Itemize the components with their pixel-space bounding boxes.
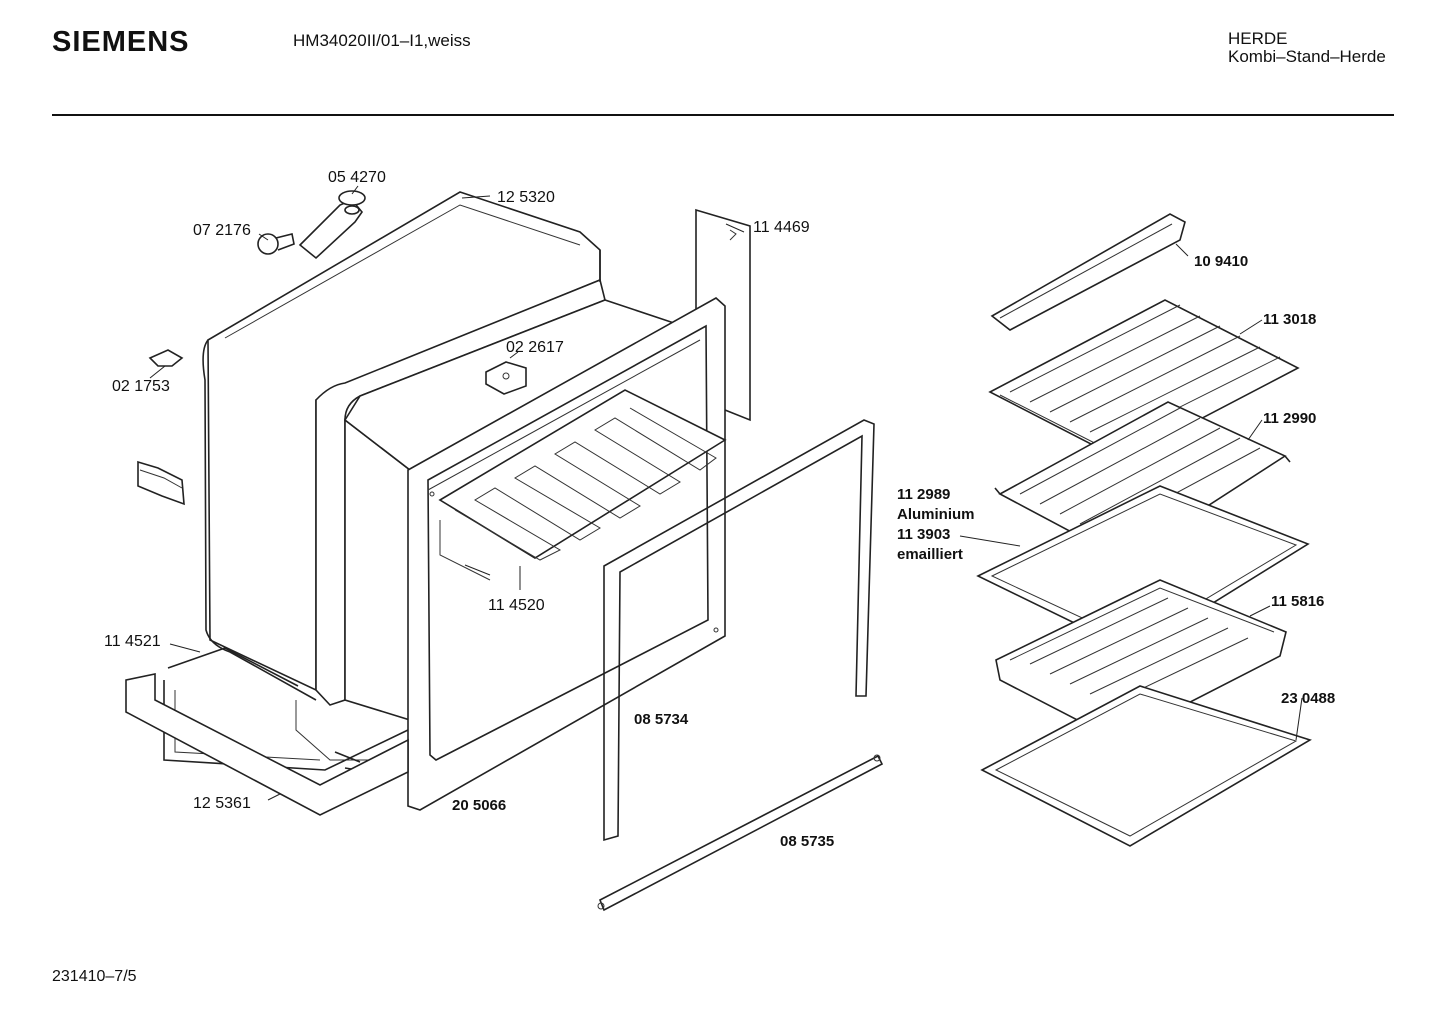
part-label-085735: 08 5735 (780, 833, 834, 850)
heating-element-drawing (438, 389, 727, 590)
part-label-230488: 23 0488 (1281, 690, 1335, 707)
part-label-021753: 02 1753 (112, 378, 170, 395)
part-label-aluminium: Aluminium (897, 506, 975, 523)
leader-lines (169, 185, 1303, 801)
part-label-113018: 11 3018 (1263, 311, 1316, 328)
part-label-109410: 10 9410 (1194, 253, 1248, 270)
brand-logo: SIEMENS (52, 26, 190, 58)
lamp-bulb-drawing (257, 233, 295, 255)
part-label-022617: 02 2617 (506, 339, 564, 356)
part-label-114521: 11 4521 (104, 633, 161, 650)
grill-bar-drawing (990, 213, 1186, 331)
part-label-112989: 11 2989 (897, 486, 950, 503)
bottom-tray-drawing (125, 673, 409, 816)
hinge-bracket-drawing (137, 460, 185, 506)
part-label-125320: 12 5320 (497, 189, 555, 206)
part-label-114469: 11 4469 (753, 219, 810, 236)
deep-pan-drawing (995, 579, 1287, 741)
document-number: 231410–7/5 (52, 968, 137, 985)
header-divider (52, 114, 1394, 116)
part-label-112990: 11 2990 (1263, 410, 1316, 427)
part-label-205066: 20 5066 (452, 797, 506, 814)
part-label-113903: 11 3903 (897, 526, 950, 543)
part-label-072176: 07 2176 (193, 222, 251, 239)
part-label-emailliert: emailliert (897, 546, 963, 563)
part-label-085734: 08 5734 (634, 711, 689, 728)
lamp-socket-drawing (298, 190, 366, 260)
part-label-054270: 05 4270 (328, 169, 386, 186)
door-seal-drawing (603, 419, 875, 842)
part-label-125361: 12 5361 (193, 795, 251, 812)
sensor-bracket-drawing (485, 351, 527, 395)
door-rod-drawing (597, 754, 884, 912)
clip-drawing (148, 349, 184, 379)
tray-frame-drawing (980, 685, 1312, 847)
subcategory: Kombi–Stand–Herde (1228, 47, 1386, 66)
model-number: HM34020II/01–I1,weiss (293, 31, 471, 50)
category: HERDE (1228, 29, 1288, 48)
part-label-114520: 11 4520 (488, 597, 545, 614)
part-label-115816: 11 5816 (1271, 593, 1324, 610)
